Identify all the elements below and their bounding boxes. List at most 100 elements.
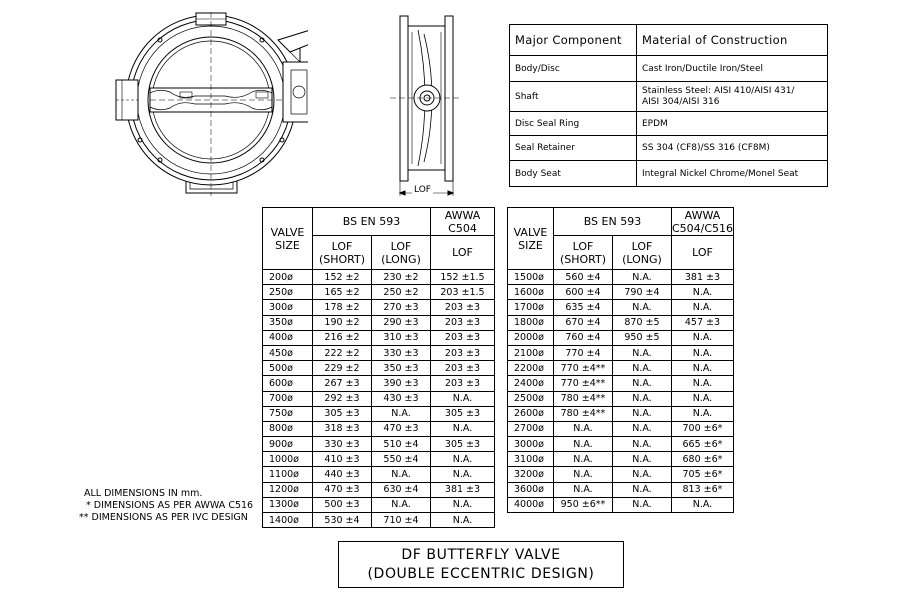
lof-value-cell: 165 ±2 [312, 284, 372, 301]
lof-value-cell: 305 ±3 [430, 405, 495, 422]
component-name: Seal Retainer [509, 135, 637, 161]
lof-value-cell: 350 ±3 [371, 360, 431, 377]
lof-awwa-header: LOF [670, 235, 735, 270]
lof-value-cell: 222 ±2 [312, 344, 372, 362]
lof-value-cell: N.A. [670, 360, 735, 377]
component-name: Shaft [509, 81, 637, 112]
lof-value-cell: 780 ±4** [552, 390, 613, 407]
lof-value-cell: N.A. [611, 299, 672, 316]
lof-value-cell: 203 ±3 [430, 314, 495, 331]
lof-value-cell: 560 ±4 [552, 268, 613, 286]
valve-size-cell: 2000ø [507, 329, 554, 346]
lof-value-cell: 700 ±6* [670, 420, 735, 438]
header-material-of-construction: Material of Construction [636, 24, 828, 56]
lof-value-cell: 330 ±3 [371, 344, 431, 362]
lof-value-cell: N.A. [670, 284, 735, 301]
title-line-2: (DOUBLE ECCENTRIC DESIGN) [367, 566, 595, 582]
valve-size-header: VALVE SIZE [262, 207, 313, 270]
lof-value-cell: N.A. [430, 420, 495, 438]
lof-value-cell: N.A. [670, 329, 735, 346]
lof-value-cell: N.A. [611, 268, 672, 286]
lof-value-cell: N.A. [611, 420, 672, 438]
valve-size-cell: 2400ø [507, 375, 554, 392]
header-line: SIZE [518, 238, 543, 252]
valve-size-header: VALVE SIZE [507, 207, 554, 270]
lof-value-cell: N.A. [552, 436, 613, 453]
lof-value-cell: 950 ±5 [611, 329, 672, 346]
valve-front-view-drawing [115, 12, 308, 196]
lof-value-cell: 178 ±2 [312, 299, 372, 316]
lof-value-cell: 457 ±3 [670, 314, 735, 331]
lof-value-cell: N.A. [430, 496, 495, 514]
lof-value-cell: 770 ±4** [552, 360, 613, 377]
lof-value-cell: 250 ±2 [371, 284, 431, 301]
valve-size-cell: 300ø [262, 299, 313, 316]
bs-en-593-header: BS EN 593 [552, 207, 672, 236]
lof-value-cell: 267 ±3 [312, 375, 372, 392]
lof-value-cell: 635 ±4 [552, 299, 613, 316]
lof-value-cell: 500 ±3 [312, 496, 372, 514]
lof-value-cell: N.A. [611, 344, 672, 362]
valve-size-cell: 1600ø [507, 284, 554, 301]
lof-value-cell: 770 ±4** [552, 375, 613, 392]
valve-size-cell: 3600ø [507, 481, 554, 498]
lof-value-cell: 230 ±2 [371, 268, 431, 286]
lof-value-cell: N.A. [552, 481, 613, 498]
valve-size-cell: 1400ø [262, 511, 313, 529]
lof-value-cell: 430 ±3 [371, 390, 431, 407]
lof-value-cell: N.A. [670, 405, 735, 422]
lof-value-cell: N.A. [670, 375, 735, 392]
component-material: Cast Iron/Ductile Iron/Steel [636, 55, 828, 82]
lof-dimension-label: LOF [412, 185, 433, 195]
lof-value-cell: N.A. [430, 466, 495, 483]
lof-value-cell: N.A. [611, 405, 672, 422]
lof-value-cell: 305 ±3 [312, 405, 372, 422]
header-line: LOF [631, 239, 653, 253]
valve-size-cell: 200ø [262, 268, 313, 286]
lof-value-cell: 410 ±3 [312, 451, 372, 468]
header-line: LOF [390, 239, 412, 253]
header-line: LOF [331, 239, 353, 253]
lof-value-cell: N.A. [611, 360, 672, 377]
lof-value-cell: 330 ±3 [312, 436, 372, 453]
header-line: LOF [572, 239, 594, 253]
lof-value-cell: 203 ±3 [430, 375, 495, 392]
lof-value-cell: 290 ±3 [371, 314, 431, 331]
lof-value-cell: 870 ±5 [611, 314, 672, 331]
note-dimensions-mm: ALL DIMENSIONS IN mm. [84, 488, 203, 499]
lof-value-cell: 813 ±6* [670, 481, 735, 498]
valve-size-cell: 400ø [262, 329, 313, 346]
lof-value-cell: 680 ±6* [670, 451, 735, 468]
lof-value-cell: 770 ±4 [552, 344, 613, 362]
lof-value-cell: N.A. [611, 481, 672, 498]
header-line: AWWA [444, 208, 481, 222]
title-line-1: DF BUTTERFLY VALVE [401, 547, 561, 563]
lof-value-cell: 305 ±3 [430, 436, 495, 453]
valve-size-cell: 3100ø [507, 451, 554, 468]
header-line: (SHORT) [559, 252, 606, 266]
materials-table: Major Component Material of Construction… [509, 24, 828, 187]
header-line: VALVE [513, 225, 548, 239]
material-line: AISI 304/AISI 316 [642, 96, 720, 107]
valve-size-cell: 600ø [262, 375, 313, 392]
valve-size-cell: 500ø [262, 360, 313, 377]
valve-size-cell: 2700ø [507, 420, 554, 438]
awwa-header: AWWA C504 [430, 207, 495, 236]
valve-size-cell: 800ø [262, 420, 313, 438]
valve-size-cell: 1500ø [507, 268, 554, 286]
